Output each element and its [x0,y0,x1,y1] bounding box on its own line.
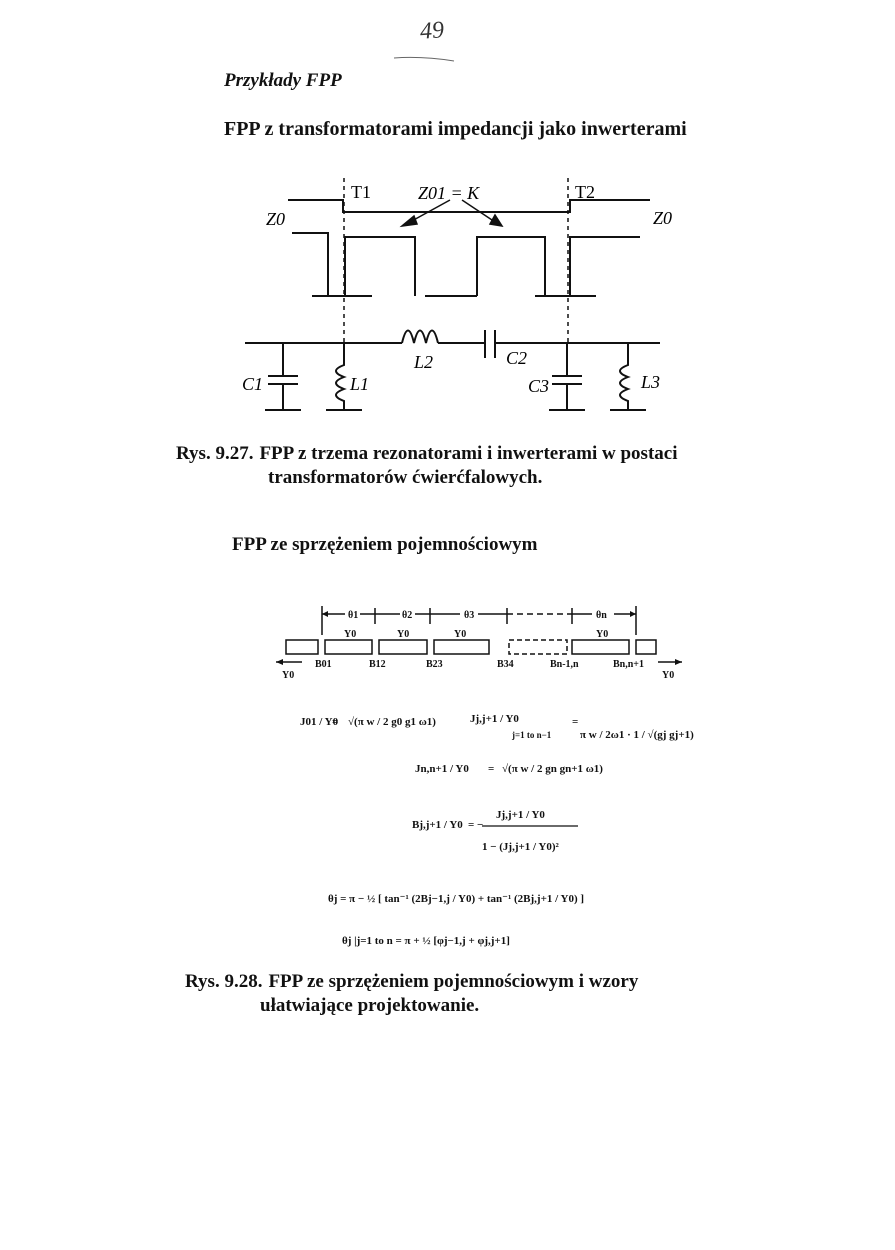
y0-label-2: Y0 [397,629,409,640]
page-number-underline [393,56,455,62]
figure-capacitive-coupling: θ1 θ2 θ3 θn Y0 Y0 Y0 Y0 B01 B12 B23 B34 … [276,606,682,681]
c3-label: C3 [528,376,549,396]
formula-bj-lhs: Bj,j+1 / Y0 [412,819,463,831]
theta-label-1: θ1 [348,610,358,621]
formula-jn-lhs: Jn,n+1 / Y0 [415,763,469,775]
caption-label-928: Rys. 9.28. [185,971,263,992]
heading-transformer-inverters: FPP z transformatorami impedancji jako i… [224,118,687,140]
svg-text:=: = [488,763,494,775]
svg-text:=: = [572,716,578,728]
caption-928-line1: FPP ze sprzężeniem pojemnościowym i wzor… [268,971,639,992]
figure-transformer-filter: T1 T2 Z01 = K Z0 Z0 C1 L1 L2 C2 C3 L3 [242,178,672,411]
t2-label: T2 [575,182,595,202]
svg-text:=: = [332,716,338,728]
z01-k-label: Z01 = K [418,183,480,203]
formula-j01-rhs: √(π w / 2 g0 g1 ω1) [348,716,436,728]
l1-label: L1 [349,374,369,394]
section-title: Przykłady FPP [224,70,342,91]
caption-927-line2: transformatorów ćwierćfalowych. [268,467,543,488]
z0-right-label: Z0 [653,208,672,228]
b-label-12: B12 [369,659,386,670]
c1-label: C1 [242,374,263,394]
b-label-n-n1: Bn,n+1 [613,659,644,670]
b-label-n-1-n: Bn-1,n [550,659,579,670]
formula-theta-phi: θj |j=1 to n = π + ½ [φj−1,j + φj,j+1] [342,935,510,947]
b-label-34: B34 [497,659,514,670]
page-number: 49 [419,17,445,45]
theta-label-n: θn [596,610,607,621]
theta-label-3: θ3 [464,610,474,621]
caption-927-line1: FPP z trzema rezonatorami i inwerterami … [259,443,678,464]
formula-jn-rhs: √(π w / 2 gn gn+1 ω1) [502,763,603,775]
t1-label: T1 [351,182,371,202]
formula-bj-num: Jj,j+1 / Y0 [496,809,545,821]
formula-jj-rhs: π w / 2ω1 · 1 / √(gj gj+1) [580,729,694,741]
z0-left-label: Z0 [266,209,285,229]
y0-label-n: Y0 [596,629,608,640]
formula-jj-lhs: Jj,j+1 / Y0 [470,713,519,725]
b-label-01: B01 [315,659,332,670]
y0-label-1: Y0 [344,629,356,640]
caption-928-line2: ułatwiające projektowanie. [260,995,480,1016]
port-label-left: Y0 [282,670,294,681]
port-label-right: Y0 [662,670,674,681]
design-formulas: J01 / Y0 = √(π w / 2 g0 g1 ω1) Jj,j+1 / … [300,713,694,947]
b-label-23: B23 [426,659,443,670]
formula-bj-den: 1 − (Jj,j+1 / Y0)² [482,841,560,853]
formula-jj-range: j=1 to n−1 [511,730,552,740]
caption-label-927: Rys. 9.27. [176,443,254,464]
figure-caption-927: Rys. 9.27.FPP z trzema rezonatorami i in… [176,442,677,466]
l3-label: L3 [640,372,660,392]
c2-label: C2 [506,348,527,368]
y0-label-3: Y0 [454,629,466,640]
theta-label-2: θ2 [402,610,412,621]
figure-caption-928: Rys. 9.28.FPP ze sprzężeniem pojemnościo… [185,970,638,994]
heading-capacitive-coupling: FPP ze sprzężeniem pojemnościowym [232,534,538,555]
svg-text:= −: = − [468,819,483,831]
formula-theta-j: θj = π − ½ [ tan⁻¹ (2Bj−1,j / Y0) + tan⁻… [328,893,584,905]
formula-j01-lhs: J01 / Y0 [300,716,339,728]
l2-label: L2 [413,352,433,372]
